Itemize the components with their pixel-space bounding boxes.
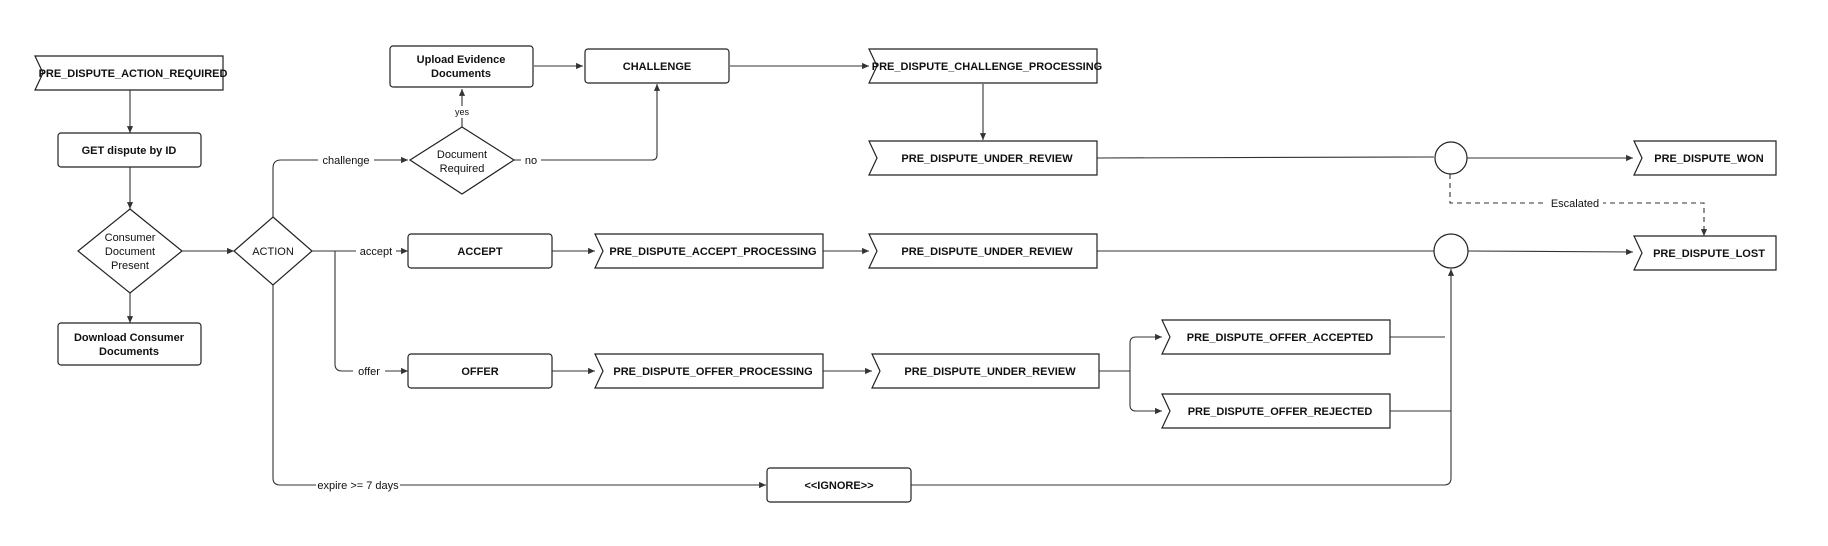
label-expire: expire >= 7 days: [317, 480, 399, 492]
node-challenge: CHALLENGE: [584, 48, 730, 84]
node-label-line-1: Upload Evidence: [417, 54, 506, 66]
label-accept: accept: [360, 246, 392, 258]
node-pre-dispute-won: PRE_DISPUTE_WON: [1633, 140, 1777, 176]
node-label-line-3: Present: [111, 260, 149, 272]
node-label: GET dispute by ID: [82, 145, 177, 157]
node-label: PRE_DISPUTE_UNDER_REVIEW: [901, 153, 1073, 165]
node-under-review-accept: PRE_DISPUTE_UNDER_REVIEW: [868, 233, 1098, 269]
node-pre-dispute-accept-processing: PRE_DISPUTE_ACCEPT_PROCESSING: [594, 233, 824, 269]
node-pre-dispute-offer-accepted: PRE_DISPUTE_OFFER_ACCEPTED: [1161, 319, 1391, 355]
node-label: PRE_DISPUTE_UNDER_REVIEW: [904, 366, 1076, 378]
node-document-required: Document Required: [408, 126, 516, 195]
node-label: PRE_DISPUTE_OFFER_REJECTED: [1188, 406, 1373, 418]
merge-node-won: [1434, 141, 1468, 175]
node-label: ACCEPT: [457, 246, 503, 258]
merge-node-lost: [1433, 233, 1469, 269]
connectors: [126, 62, 1708, 489]
node-label: OFFER: [461, 366, 498, 378]
node-pre-dispute-challenge-processing: PRE_DISPUTE_CHALLENGE_PROCESSING: [868, 48, 1102, 84]
node-upload-evidence-documents: Upload Evidence Documents: [389, 45, 534, 88]
node-get-dispute-by-id: GET dispute by ID: [57, 132, 202, 168]
label-no: no: [525, 155, 537, 167]
edge-document-required-no: [514, 84, 661, 161]
node-label-line-1: Download Consumer: [74, 332, 185, 344]
label-offer: offer: [358, 366, 380, 378]
node-offer: OFFER: [407, 353, 553, 389]
node-label: PRE_DISPUTE_ACCEPT_PROCESSING: [609, 246, 816, 258]
node-label-line-2: Required: [440, 163, 485, 175]
edge-review-challenge-to-merge: [1096, 156, 1435, 159]
node-label: CHALLENGE: [623, 61, 691, 73]
node-consumer-document-present: Consumer Document Present: [77, 208, 183, 294]
label-escalated: Escalated: [1551, 198, 1599, 210]
edge-action-challenge: [272, 156, 408, 217]
node-label-line-1: Consumer: [105, 232, 156, 244]
node-label: <<IGNORE>>: [804, 480, 873, 492]
node-under-review-challenge: PRE_DISPUTE_UNDER_REVIEW: [868, 140, 1098, 176]
node-label: PRE_DISPUTE_WON: [1654, 153, 1763, 165]
node-label-line-1: Document: [437, 149, 487, 161]
node-pre-dispute-action-required: PRE_DISPUTE_ACTION_REQUIRED: [34, 55, 228, 91]
node-download-consumer-documents: Download Consumer Documents: [57, 322, 202, 366]
label-challenge: challenge: [322, 155, 369, 167]
label-yes: yes: [455, 107, 470, 117]
node-ignore: <<IGNORE>>: [766, 467, 912, 503]
node-accept: ACCEPT: [407, 233, 553, 269]
node-label: ACTION: [252, 246, 294, 258]
node-pre-dispute-offer-processing: PRE_DISPUTE_OFFER_PROCESSING: [594, 353, 824, 389]
edge-labels: challenge accept offer expire >= 7 days …: [316, 106, 1603, 493]
node-label: PRE_DISPUTE_OFFER_ACCEPTED: [1187, 332, 1373, 344]
node-label: PRE_DISPUTE_OFFER_PROCESSING: [613, 366, 812, 378]
edge-review-offer-split: [1099, 333, 1162, 372]
edge-merge2-to-lost: [1466, 248, 1634, 256]
node-pre-dispute-lost: PRE_DISPUTE_LOST: [1633, 235, 1777, 271]
node-label: PRE_DISPUTE_ACTION_REQUIRED: [39, 68, 228, 80]
node-label-line-2: Documents: [431, 68, 491, 80]
node-label-line-2: Document: [105, 246, 155, 258]
edge-ignore-to-merge: [911, 269, 1455, 486]
edge-action-offer: [334, 251, 408, 375]
node-action: ACTION: [233, 216, 313, 286]
node-label: PRE_DISPUTE_UNDER_REVIEW: [901, 246, 1073, 258]
node-label-line-2: Documents: [99, 346, 159, 358]
node-pre-dispute-offer-rejected: PRE_DISPUTE_OFFER_REJECTED: [1161, 393, 1391, 429]
node-label: PRE_DISPUTE_CHALLENGE_PROCESSING: [872, 61, 1102, 73]
edge-action-expire: [272, 285, 766, 489]
node-label: PRE_DISPUTE_LOST: [1653, 248, 1765, 260]
node-under-review-offer: PRE_DISPUTE_UNDER_REVIEW: [871, 353, 1100, 389]
edge-review-offer-to-rejected: [1129, 371, 1162, 415]
